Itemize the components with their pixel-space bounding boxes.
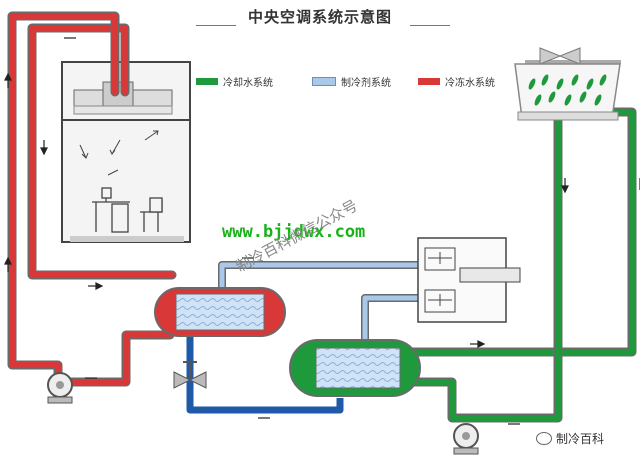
condenser-tank bbox=[289, 339, 421, 397]
flow-direction-arrows bbox=[4, 37, 640, 425]
air-flow-arrows bbox=[79, 130, 159, 176]
watermark-url: www.bjjdwx.com bbox=[222, 222, 366, 242]
diagram-title: 中央空调系统示意图 bbox=[247, 8, 392, 26]
expansion-valve bbox=[173, 361, 207, 389]
cooling-tower bbox=[514, 47, 621, 121]
cooling-water-loop bbox=[400, 107, 637, 423]
legend-label: 冷却水系统 bbox=[223, 78, 273, 89]
compressor bbox=[417, 237, 521, 323]
legend-item-cooling-water: 冷却水系统 bbox=[196, 74, 273, 89]
cooling-water-pump bbox=[453, 423, 479, 455]
title-rule-left bbox=[196, 25, 236, 26]
legend-label: 冷冻水系统 bbox=[445, 78, 495, 89]
brand-label: 制冷百科 bbox=[536, 430, 604, 447]
brand-text: 制冷百科 bbox=[556, 432, 605, 446]
title-rule-right bbox=[410, 25, 450, 26]
legend-item-chilled-water: 冷冻水系统 bbox=[418, 74, 495, 89]
wechat-icon bbox=[536, 432, 552, 445]
legend-label: 制冷剂系统 bbox=[341, 78, 391, 89]
chilled-water-pump bbox=[47, 372, 73, 404]
legend-swatch bbox=[418, 78, 440, 85]
legend-item-refrigerant: 制冷剂系统 bbox=[312, 74, 391, 89]
legend-swatch bbox=[196, 78, 218, 85]
office-desk bbox=[92, 187, 163, 233]
chilled-water-loop bbox=[7, 11, 177, 387]
evaporator-tank bbox=[154, 287, 286, 337]
legend-swatch bbox=[312, 77, 336, 86]
